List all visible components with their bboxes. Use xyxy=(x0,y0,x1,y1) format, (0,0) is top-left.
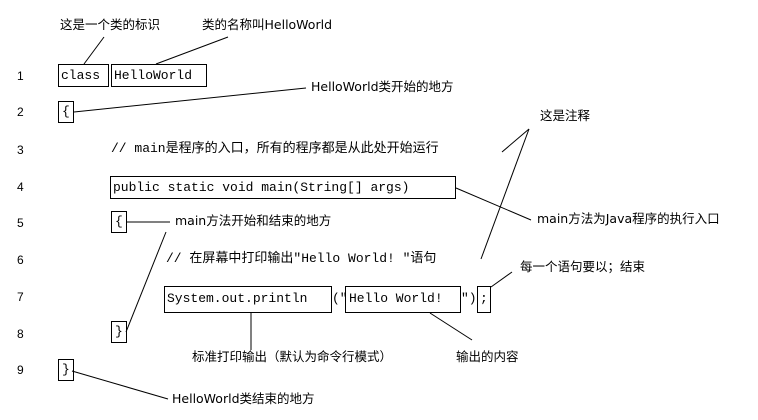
connector-class-start xyxy=(73,87,307,113)
connector-comment-note-2 xyxy=(480,128,530,260)
annotation-class-identifier: 这是一个类的标识 xyxy=(60,17,161,32)
println-box xyxy=(164,286,332,313)
class-name-box xyxy=(111,64,207,87)
annotation-class-start: HelloWorld类开始的地方 xyxy=(311,79,454,94)
class-open-brace: { xyxy=(62,104,70,119)
close-quote-paren: ") xyxy=(461,291,477,306)
class-close-brace-box xyxy=(58,359,74,381)
line-number-6: 6 xyxy=(17,253,24,267)
println-call: System.out.println xyxy=(167,291,308,306)
line-number-8: 8 xyxy=(17,327,24,341)
class-close-brace: } xyxy=(62,362,70,377)
connector-class-name xyxy=(155,36,229,65)
annotation-main-entry: main方法为Java程序的执行入口 xyxy=(537,211,720,226)
connector-class-end xyxy=(71,370,169,400)
annotation-class-end: HelloWorld类结束的地方 xyxy=(172,391,315,406)
class-keyword-box xyxy=(58,64,109,87)
open-paren-quote: (" xyxy=(332,291,348,306)
class-name: HelloWorld xyxy=(114,68,193,83)
annotation-main-start-end: main方法开始和结束的地方 xyxy=(175,213,332,228)
line-number-9: 9 xyxy=(17,363,24,377)
line-number-7: 7 xyxy=(17,290,24,304)
connector-class-identifier xyxy=(83,36,105,65)
main-close-brace: } xyxy=(115,324,123,339)
semicolon-box xyxy=(477,286,491,313)
annotation-output-content: 输出的内容 xyxy=(456,349,519,364)
annotation-standard-output: 标准打印输出（默认为命令行模式） xyxy=(192,349,393,364)
comment-print-statement: // 在屏幕中打印输出"Hello World! "语句 xyxy=(166,251,437,266)
class-open-brace-box xyxy=(58,101,74,123)
main-signature-box xyxy=(110,176,456,199)
main-signature: public static void main(String[] args) xyxy=(113,180,410,195)
line-number-1: 1 xyxy=(17,69,24,83)
connector-main-entry xyxy=(455,187,532,221)
comment-main-entry: // main是程序的入口，所有的程序都是从此处开始运行 xyxy=(111,141,439,156)
annotation-statement-end: 每一个语句要以；结束 xyxy=(520,259,646,274)
hello-string: Hello World! xyxy=(349,291,443,306)
class-keyword: class xyxy=(61,68,101,83)
main-open-brace-box xyxy=(111,211,127,233)
connector-main-end xyxy=(125,231,167,333)
line-number-4: 4 xyxy=(17,180,24,194)
line-number-2: 2 xyxy=(17,105,24,119)
hello-string-box xyxy=(345,286,461,313)
main-open-brace: { xyxy=(115,214,123,229)
semicolon: ; xyxy=(480,291,488,306)
connector-output-content xyxy=(429,312,473,341)
line-number-3: 3 xyxy=(17,143,24,157)
main-close-brace-box xyxy=(111,321,127,343)
annotation-comment-note: 这是注释 xyxy=(540,108,591,123)
connector-statement-end xyxy=(490,271,513,288)
line-number-5: 5 xyxy=(17,216,24,230)
annotation-class-name: 类的名称叫HelloWorld xyxy=(202,17,333,32)
connector-comment-note xyxy=(501,128,530,153)
